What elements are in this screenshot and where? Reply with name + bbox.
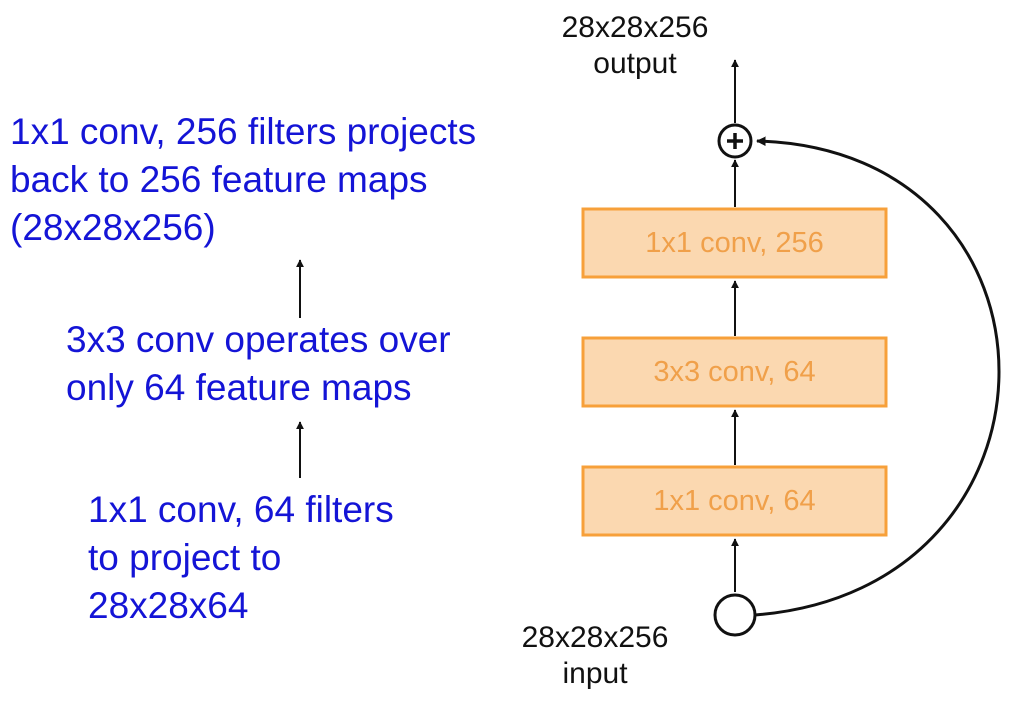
annotation-middle-line-1: 3x3 conv operates over — [66, 319, 451, 360]
annotation-top-line-1: 1x1 conv, 256 filters projects — [10, 111, 477, 152]
input-shape: 28x28x256 — [521, 621, 669, 654]
layer-label-1x1-conv-64: 1x1 conv, 64 — [653, 484, 816, 517]
annotation-middle-line-2: only 64 feature maps — [66, 367, 412, 408]
annotation-top-line-2: back to 256 feature maps — [10, 159, 428, 200]
skip-connection-arrow — [754, 136, 1001, 617]
annotation-bottom-line-1: 1x1 conv, 64 filters — [88, 489, 394, 530]
input-label: 28x28x256 input — [495, 620, 695, 692]
layer-box-1x1-conv-256 — [581, 207, 888, 279]
layer-box-1x1-conv-64 — [581, 465, 888, 537]
layer-box-3x3-conv-64 — [581, 336, 888, 408]
output-shape: 28x28x256 — [561, 11, 709, 44]
input-text: input — [562, 657, 628, 690]
annotation-top-line-3: (28x28x256) — [10, 207, 216, 248]
layer-label-3x3-conv-64: 3x3 conv, 64 — [653, 355, 816, 388]
layer-label-1x1-conv-256: 1x1 conv, 256 — [645, 226, 824, 259]
output-label: 28x28x256 output — [535, 10, 735, 82]
annotation-bottom-line-3: 28x28x64 — [88, 585, 249, 626]
annotation-top: 1x1 conv, 256 filters projects back to 2… — [10, 108, 476, 252]
annotation-bottom: 1x1 conv, 64 filters to project to 28x28… — [88, 486, 394, 630]
input-node — [713, 593, 757, 637]
annotation-middle: 3x3 conv operates over only 64 feature m… — [66, 316, 451, 412]
annotation-bottom-line-2: to project to — [88, 537, 282, 578]
output-text: output — [593, 47, 677, 80]
